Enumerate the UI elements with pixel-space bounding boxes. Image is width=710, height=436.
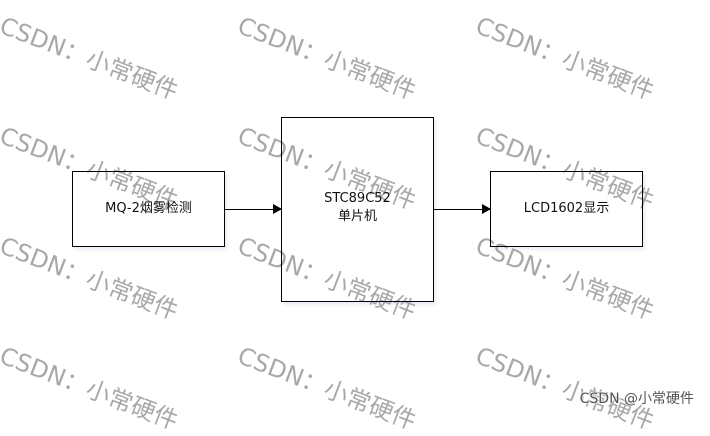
mcu-block: STC89C52 单片机 <box>281 117 434 302</box>
arrowhead-icon <box>273 204 282 214</box>
watermark: CSDN：小常硬件 <box>0 341 182 436</box>
arrowhead-icon <box>482 204 491 214</box>
mcu-block-label-line1: STC89C52 <box>324 190 391 206</box>
watermark: CSDN：小常硬件 <box>0 11 182 106</box>
watermark: CSDN：小常硬件 <box>471 341 658 436</box>
watermark: CSDN：小常硬件 <box>233 341 420 436</box>
arrow-mcu-to-display <box>434 204 491 214</box>
watermark: CSDN：小常硬件 <box>233 11 420 106</box>
sensor-block: MQ-2烟雾检测 <box>72 171 225 247</box>
display-block: LCD1602显示 <box>490 171 643 247</box>
arrow-sensor-to-mcu <box>225 204 282 214</box>
credit-watermark: CSDN @小常硬件 <box>579 391 694 407</box>
mcu-block-label-line2: 单片机 <box>337 208 377 224</box>
sensor-block-label: MQ-2烟雾检测 <box>105 201 192 216</box>
watermark: CSDN：小常硬件 <box>471 11 658 106</box>
display-block-label: LCD1602显示 <box>523 201 610 216</box>
